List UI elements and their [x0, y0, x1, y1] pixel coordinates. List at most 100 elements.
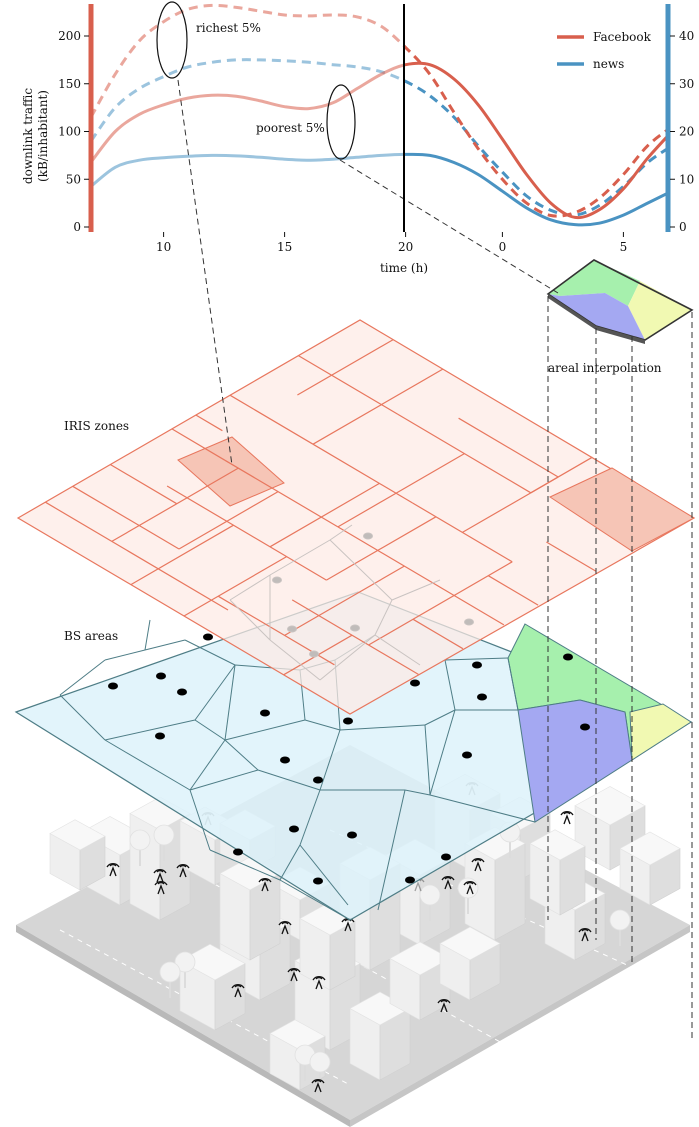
bs-edge [377, 789, 406, 911]
city-tree [309, 1051, 331, 1088]
city-building [619, 831, 681, 906]
iris-zone-edge [291, 599, 419, 675]
y-left-tick-label: 50 [66, 172, 81, 186]
iris-zone-edge [412, 618, 464, 650]
city-building [49, 819, 106, 891]
bs-edge [279, 844, 301, 881]
iris-zone-edges [45, 339, 597, 676]
antenna-icon [176, 864, 190, 878]
series-facebook-richest-past [91, 3, 404, 118]
bs-cell-purple [517, 699, 633, 823]
city-building [439, 926, 501, 1001]
ghost-edge [269, 639, 321, 681]
bs-edge [299, 789, 321, 846]
city-tree [129, 829, 151, 866]
antenna-icon [312, 976, 326, 990]
ghost-dot [363, 532, 373, 540]
bs-edge [59, 694, 106, 741]
antenna-icon [258, 878, 272, 892]
bs-station-dots [108, 633, 590, 885]
bs-edge [104, 649, 146, 661]
interp-front-rim [548, 294, 645, 344]
bs-station-dot [233, 848, 243, 856]
iris-zone-edge [368, 561, 513, 646]
areal-interpolation-label: areal interpolation [548, 361, 662, 375]
bs-station-dot [156, 672, 166, 680]
antenna-icon [153, 869, 167, 883]
antenna-icon [278, 921, 292, 935]
iris-zone-edge [326, 516, 437, 581]
bs-edge [144, 639, 186, 651]
bs-edge [194, 719, 226, 741]
ghost-edge [229, 599, 271, 641]
iris-zone-edge [166, 485, 327, 581]
iris-zone-edge [111, 467, 239, 542]
ghost-dot [350, 624, 360, 632]
series-news-poorest-current [404, 152, 668, 227]
iris-zone-edge [337, 526, 505, 626]
antenna-icon [560, 811, 574, 825]
interp-purple [548, 293, 645, 340]
series-news-richest-past [91, 58, 404, 142]
ghost-dot [287, 625, 297, 633]
antenna-icon [311, 1079, 325, 1093]
connector-poorest [339, 159, 559, 294]
y-right-tick-label: 30 [679, 77, 694, 91]
bs-edge [304, 719, 341, 731]
bs-edge [429, 709, 456, 796]
x-tick-label: 20 [398, 240, 413, 254]
bs-edge [104, 719, 196, 741]
city-building [219, 856, 281, 961]
antenna-icon [231, 984, 245, 998]
bs-edge [59, 659, 106, 696]
series-facebook-poorest-past [91, 63, 404, 164]
antenna-icon [463, 881, 477, 895]
iris-zone-edge [284, 565, 405, 636]
city-ground-edge-left [16, 925, 350, 1127]
bs-edge [189, 739, 226, 791]
legend-news-label: news [593, 57, 624, 71]
bs-edge [144, 619, 151, 651]
bs-edge [429, 794, 536, 823]
ghost-edge [229, 574, 271, 601]
city-ground-edge-right [350, 925, 690, 1127]
bs-edge [404, 789, 431, 796]
bs-edge [189, 789, 211, 851]
bs-station-dot [108, 682, 118, 690]
bs-station-dot [405, 876, 415, 884]
antenna-icon [154, 881, 168, 895]
bs-edge [224, 664, 236, 741]
y-left-tick-label: 0 [73, 220, 81, 234]
iris-zones-layer [16, 319, 696, 715]
bs-station-dot [580, 723, 590, 731]
ghost-edge [329, 524, 353, 541]
iris-zone-edge [72, 485, 180, 550]
iris-zone-edge [530, 456, 593, 494]
city-building [299, 904, 356, 991]
city-building [179, 943, 246, 1031]
ghost-edge [269, 539, 331, 576]
city-tree [159, 961, 181, 998]
y-left-tick-label: 200 [58, 29, 81, 43]
series-news-poorest-past [91, 152, 404, 188]
x-tick-label: 5 [620, 240, 628, 254]
antenna-icon [441, 876, 455, 890]
iris-zone-edge [183, 556, 287, 617]
ghost-dot [309, 650, 319, 658]
areal-interpolation-tile: areal interpolation [546, 259, 694, 375]
city-tree [419, 884, 441, 921]
series-facebook-poorest-current [404, 61, 668, 220]
antenna-icon [437, 999, 451, 1013]
ghost-edge [319, 634, 376, 681]
iris-zones-label: IRIS zones [64, 419, 129, 433]
bs-edge [257, 769, 321, 791]
x-tick-label: 15 [277, 240, 292, 254]
ghost-edge [374, 599, 393, 636]
y-left-tick-label: 100 [58, 125, 81, 139]
iris-zone-edge [397, 413, 532, 494]
bs-station-dot [280, 756, 290, 764]
bs-edge [184, 639, 236, 666]
ghost-dot [464, 618, 474, 626]
bs-station-dot [177, 688, 187, 696]
